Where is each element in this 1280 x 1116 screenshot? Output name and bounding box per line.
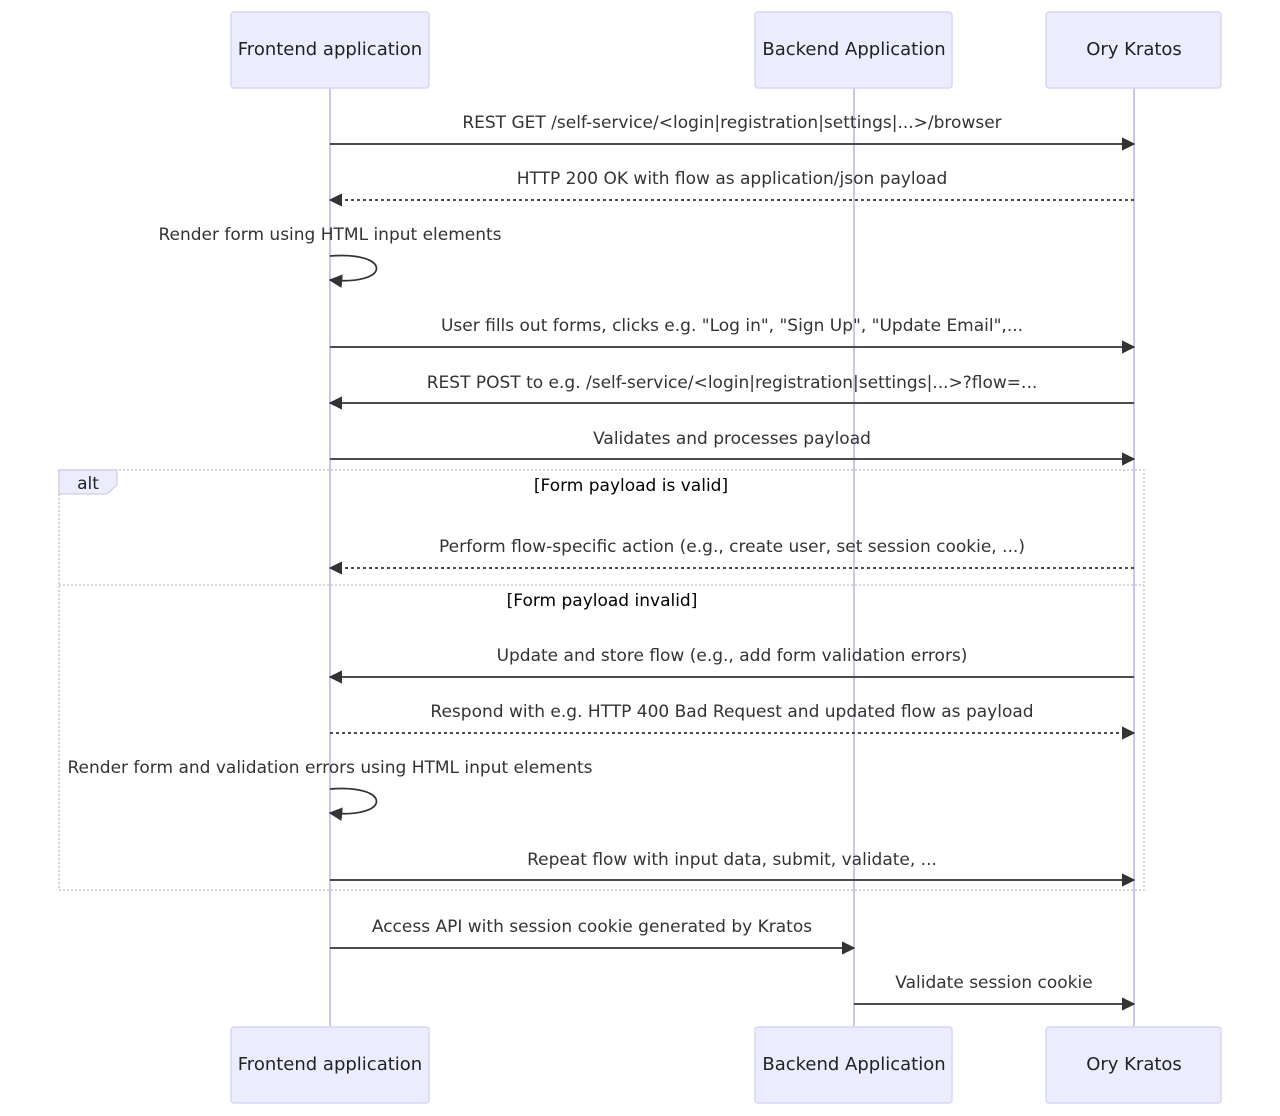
alt-condition-invalid: [Form payload invalid]	[507, 591, 698, 611]
message-8: Update and store flow (e.g., add form va…	[328, 646, 1134, 684]
message-label: HTTP 200 OK with flow as application/jso…	[517, 169, 948, 189]
message-label: REST POST to e.g. /self-service/<login|r…	[427, 373, 1038, 393]
actor-backend-top: Backend Application	[754, 11, 953, 89]
message-label: Perform flow-specific action (e.g., crea…	[439, 537, 1025, 557]
message-arrow	[328, 254, 378, 288]
message-label: Render form using HTML input elements	[158, 225, 501, 245]
actor-label: Frontend application	[238, 1054, 422, 1075]
message-5: REST POST to e.g. /self-service/<login|r…	[328, 373, 1134, 410]
message-4: User fills out forms, clicks e.g. "Log i…	[330, 316, 1136, 354]
message-label: Repeat flow with input data, submit, val…	[527, 850, 937, 870]
message-10-self: Render form and validation errors using …	[68, 758, 593, 821]
message-9: Respond with e.g. HTTP 400 Bad Request a…	[330, 702, 1136, 740]
alt-label: alt	[77, 474, 99, 494]
message-12: Access API with session cookie generated…	[330, 917, 856, 955]
alt-condition-valid: [Form payload is valid]	[534, 476, 728, 496]
message-label: Validates and processes payload	[593, 429, 871, 449]
actor-label: Frontend application	[238, 39, 422, 60]
message-label: User fills out forms, clicks e.g. "Log i…	[441, 316, 1023, 336]
message-label: REST GET /self-service/<login|registrati…	[462, 113, 1001, 133]
message-2: HTTP 200 OK with flow as application/jso…	[328, 169, 1134, 207]
actor-label: Ory Kratos	[1086, 39, 1182, 60]
message-label: Validate session cookie	[895, 973, 1092, 993]
actor-label: Backend Application	[762, 39, 945, 60]
message-label: Render form and validation errors using …	[68, 758, 593, 778]
message-label: Respond with e.g. HTTP 400 Bad Request a…	[430, 702, 1033, 722]
actor-kratos-top: Ory Kratos	[1045, 11, 1222, 89]
actor-backend-bottom: Backend Application	[754, 1026, 953, 1104]
message-11: Repeat flow with input data, submit, val…	[330, 850, 1136, 887]
alt-tab	[58, 469, 118, 495]
actor-kratos-bottom: Ory Kratos	[1045, 1026, 1222, 1104]
message-3-self: Render form using HTML input elements	[158, 225, 502, 288]
message-6: Validates and processes payload	[330, 429, 1136, 466]
message-arrow	[328, 787, 378, 821]
message-label: Access API with session cookie generated…	[372, 917, 812, 937]
alt-frame: alt [Form payload is valid] [Form payloa…	[58, 469, 1145, 891]
message-1: REST GET /self-service/<login|registrati…	[330, 113, 1136, 151]
actor-label: Backend Application	[762, 1054, 945, 1075]
alt-frame-border	[58, 469, 1145, 891]
actor-label: Ory Kratos	[1086, 1054, 1182, 1075]
actor-frontend-bottom: Frontend application	[230, 1026, 430, 1104]
actor-frontend-top: Frontend application	[230, 11, 430, 89]
message-13: Validate session cookie	[854, 973, 1136, 1011]
message-label: Update and store flow (e.g., add form va…	[497, 646, 968, 666]
message-7: Perform flow-specific action (e.g., crea…	[328, 537, 1134, 575]
